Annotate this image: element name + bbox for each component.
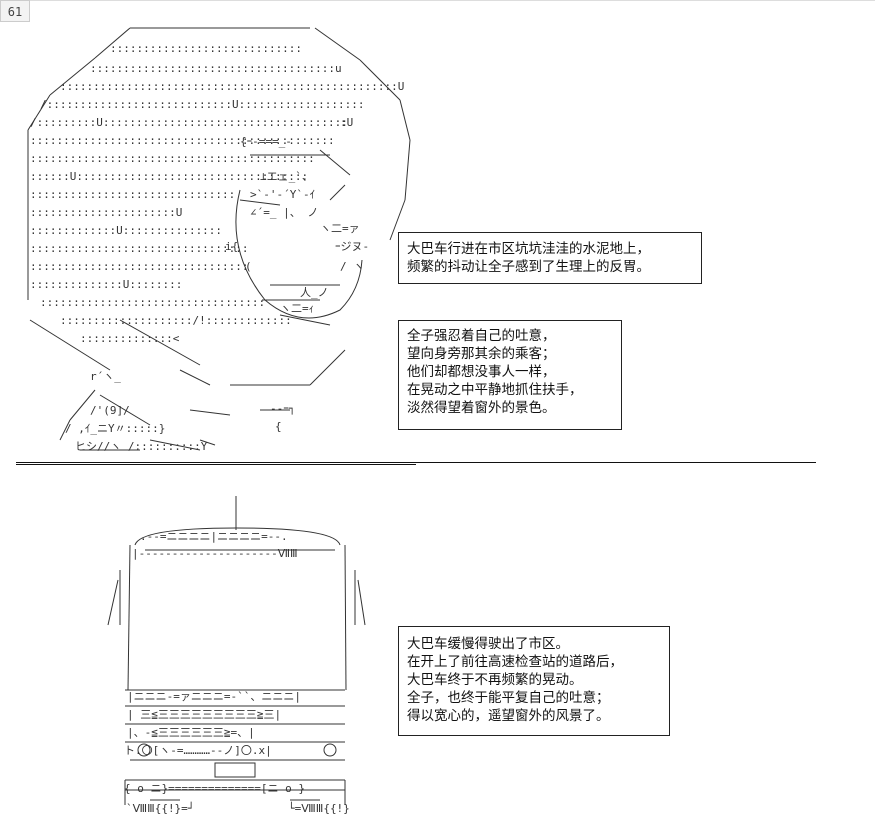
section-divider [16,462,816,463]
svg-text:/:::::::::U:::::::::::::::::::: /:::::::::U:::::::::::::::::::::::::::::… [30,116,348,129]
caption-line: 在开上了前往高速检查站的道路后， [407,654,623,670]
svg-text:(: ( [245,260,252,273]
svg-text:.--=ニニニニ|ニニニニ=--.: .--=ニニニニ|ニニニニ=--. [140,530,288,543]
svg-text:/'(9]/: /'(9]/ [90,404,130,417]
svg-text:ヽ二=ｨ: ヽ二=ｨ [280,302,314,315]
svg-text:::::::::::::::::::::::::::::::: ::::::::::::::::::::::::::::::::: [30,242,249,255]
svg-text:| 三≦三三三三三三三三三≧三|: | 三≦三三三三三三三三三≧三| [127,708,281,721]
caption-box-1: 大巴车行进在市区坑坑洼洼的水泥地上， 频繁的抖动让全子感到了生理上的反胃。 [398,232,702,284]
caption-line: 全子，也终于能平复自己的吐意； [407,690,610,706]
svg-text:人_ノ: 人_ノ [300,286,329,299]
svg-text:::::::::::::::::::::::::::::::: ::::::::::::::::::::::::::::::::::::::::… [60,80,404,93]
svg-text:ト.〇[ヽ-=…………--ノ]〇.x|: ト.〇[ヽ-=…………--ノ]〇.x| [124,744,272,757]
caption-line: 大巴车缓慢得驶出了市区。 [407,636,569,652]
svg-text:∠´=_ |、 ノ: ∠´=_ |、 ノ [250,206,318,219]
svg-text:::::::U:::::::::::::::::::::::: ::::::U:::::::::::::::::::::::::::::::::… [30,170,308,183]
svg-text:::::::::::::::::::::::::::::::: :::::::::::::::::::::::::::::::::::::u [90,62,342,75]
caption-line: 淡然得望着窗外的景色。 [407,400,556,416]
svg-text:::::::::::::::::::::::::::::::: ::::::::::::::::::::::::::::::: [30,188,235,201]
svg-text:`ⅧⅢ{{!}=┘: `ⅧⅢ{{!}=┘ [126,801,194,815]
caption-box-2: 全子强忍着自己的吐意， 望向身旁那其余的乘客； 他们却都想没事人一样， 在晃动之… [398,320,622,430]
svg-text:::::::::::::::<: ::::::::::::::< [80,332,180,345]
svg-text:>`-'-´Y`-ｲ: >`-'-´Y`-ｲ [250,188,315,201]
svg-text:{ｰ-===_-: {ｰ-===_- [240,135,292,148]
svg-text:|ニニニ-=ァニニニ=-``、ニニニ|: |ニニニ-=ァニニニ=-``、ニニニ| [127,690,301,703]
caption-line: 在晃动之中平静地抓住扶手， [407,382,583,398]
svg-text:r´ヽ_: r´ヽ_ [90,370,121,383]
svg-text::U: :U [340,116,353,129]
svg-text:⊥エェ_`、: ⊥エェ_`、 [260,170,313,183]
caption-line: 全子强忍着自己的吐意， [407,328,556,344]
top-border [30,0,875,1]
svg-text:/::::::::::::::::::::::::::::U: /::::::::::::::::::::::::::::U::::::::::… [40,98,365,111]
character-ascii-art: ::::::::::::::::::::::::::::: ::::::::::… [27,27,411,453]
caption-line: 望向身旁那其余的乘客； [407,346,556,362]
svg-text:::::::::::::::::::::::::::::::: ::::::::::::::::::::::::::::::::: [30,260,249,273]
svg-text:/ ヽ: / ヽ [340,260,364,273]
page-number: 61 [0,0,30,22]
section-divider-short [16,464,416,465]
svg-text:--ｰ┐: --ｰ┐ [270,402,295,415]
caption-box-3: 大巴车缓慢得驶出了市区。 在开上了前往高速检查站的道路后， 大巴车终于不再频繁的… [398,626,670,736]
svg-text::::::::::::::U:::::::::::::::: :::::::::::::U::::::::::::::: [30,224,222,237]
svg-text:::::::::::::::::::::::::::::::: ::::::::::::::::::::::::::::::::::::::::… [30,152,315,165]
svg-text:i{: i{ [225,240,238,253]
svg-text:{ o ニ}==============[ニ o }: { o ニ}==============[ニ o } [124,782,305,795]
svg-text:ヒシ//ヽ /::::::::::Y: ヒシ//ヽ /::::::::::Y [75,440,208,453]
svg-text:::::::::::::::::::::::U: ::::::::::::::::::::::U [30,206,182,219]
caption-line: 频繁的抖动让全子感到了生理上的反胃。 [407,259,650,275]
caption-line: 他们却都想没事人一样， [407,364,556,380]
svg-text:::::::::::::::::::::::::::::::: ::::::::::::::::::::::::::::::::::::::::… [30,134,335,147]
svg-text:ｰジヌ-: ｰジヌ- [335,240,369,253]
svg-text:/ ,ｲ_ニY〃:::::}: / ,ｲ_ニY〃:::::} [65,422,165,435]
svg-text::::::::::::::::::::::::::::::: ::::::::::::::::::::::::::::: [110,42,302,55]
svg-text:|---------------------ⅦⅢ: |---------------------ⅦⅢ [132,547,298,560]
svg-text:ヽ二=ァ: ヽ二=ァ [320,222,360,235]
svg-text:::::::::::::::U::::::::: ::::::::::::::U:::::::: [30,278,182,291]
svg-text:{: { [275,420,282,433]
svg-text:└=ⅧⅢ{{!}: └=ⅧⅢ{{!} [288,801,350,815]
svg-text:|、-≦三三三三三三≧=、|: |、-≦三三三三三三≧=、| [127,726,255,739]
caption-line: 大巴车行进在市区坑坑洼洼的水泥地上， [407,241,650,257]
svg-text:::::::::::::::::::::::::::::::: :::::::::::::::::::::::::::::::::: [40,296,265,309]
caption-line: 得以宽心的，遥望窗外的风景了。 [407,708,610,724]
caption-line: 大巴车终于不再频繁的晃动。 [407,672,583,688]
svg-text:::::::::::::::::::::/!::::::::: ::::::::::::::::::::/!::::::::::::: [60,314,292,327]
